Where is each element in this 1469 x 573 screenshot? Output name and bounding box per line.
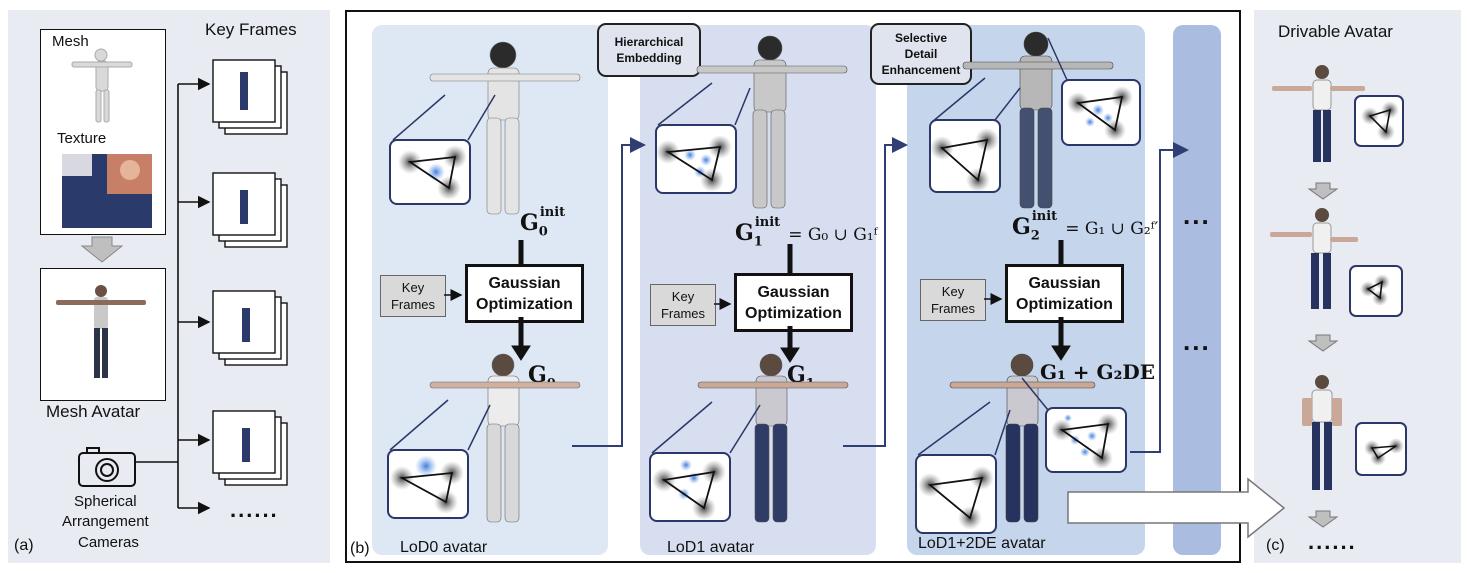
lod2-init-avatar [962,31,1114,209]
cameras-label-line2: Arrangement [62,513,149,530]
keyframe-stack-1 [212,59,288,135]
drivable-avatar-2 [1270,208,1403,317]
g2-init-sup: init [1031,208,1058,224]
g0-init-formula: G0 init [520,205,573,240]
drivable-avatar-title: Drivable Avatar [1278,22,1393,41]
lod1-label: LoD1 avatar [667,539,755,556]
mesh-avatar-figure [56,285,146,378]
gaussian-opt-lod1: Gaussian Optimization [734,273,853,332]
zoom-lod2-init [929,37,1141,193]
mesh-figure [71,48,133,123]
keyframe-stack-4 [212,410,288,486]
zoom-lod0 [387,399,491,519]
lod1-init-avatar [696,35,848,209]
lod2-label: LoD1+2DE avatar [918,535,1046,552]
g1-init-formula: G1 init = G₀ ∪ G₁ᶠ [735,215,878,250]
zoom-lod2 [915,377,1127,534]
mesh-avatar-label: Mesh Avatar [46,402,141,421]
camera-icon [78,447,136,487]
key-frames-box-lod1: Key Frames [650,284,716,326]
cameras-label-line1: Spherical [74,493,137,510]
key-frames-title: Key Frames [205,20,297,39]
drivable-avatar-3 [1302,375,1407,490]
zoom-lod1 [649,401,761,522]
keyframes-ellipsis: ...... [230,497,279,522]
to-drivable-arrow [1067,477,1286,539]
keyframe-distribution-lines [135,77,211,515]
g0-init-base: G [520,210,539,236]
g1-init-base: G [735,220,754,246]
g0-init-sub: 0 [538,224,548,240]
g2-init-formula: G2 init = G₁ ∪ G₂ᶠ′ [1012,209,1159,244]
g2-init-base: G [1012,214,1031,240]
further-lod-column [1173,25,1221,555]
g2-init-sub: 2 [1030,228,1040,244]
texture-image [62,154,152,228]
key-frames-box-lod2: Key Frames [920,279,986,321]
g1-plus-g2de-formula: G₁ + G₂DE [1040,360,1155,384]
lod1-avatar [697,353,849,523]
drivable-ellipsis: ...... [1308,529,1357,554]
flow-arrows-blue [572,137,1189,453]
hierarchical-embedding-tag: Hierarchical Embedding [597,23,701,77]
keyframe-stack-2 [212,172,288,248]
panel-a-label: (a) [14,537,34,554]
drivable-down-arrows [1307,182,1339,528]
zoom-lod1-init [655,82,751,194]
g1-init-sup: init [754,214,781,230]
g0-base: G [528,362,547,388]
vertical-ellipsis-1: ... [1183,200,1211,230]
lod0-init-avatar [429,41,581,215]
keyframe-stack-3 [212,290,288,366]
mesh-to-avatar-arrow [80,236,124,263]
flow-arrows-black [444,240,1071,363]
lod0-avatar [429,353,581,523]
g0-init-sup: init [539,204,566,220]
gaussian-opt-lod0: Gaussian Optimization [465,264,584,323]
zoom-lod0-init [389,94,496,205]
drivable-avatar-1 [1272,65,1404,162]
g1-base: G [787,362,806,388]
g1-init-rhs: = G₀ ∪ G₁ᶠ [788,225,878,245]
lod0-label: LoD0 avatar [400,539,488,556]
panel-c-label: (c) [1266,537,1285,554]
key-frames-box-lod0: Key Frames [380,275,446,317]
vertical-ellipsis-2: ... [1183,326,1211,356]
texture-label: Texture [57,130,107,147]
g1-init-sub: 1 [753,234,763,250]
gaussian-opt-lod2: Gaussian Optimization [1005,264,1124,323]
panel-b-label: (b) [350,540,370,557]
cameras-label-line3: Cameras [78,534,139,551]
g2-init-rhs: = G₁ ∪ G₂ᶠ′ [1065,219,1159,239]
selective-detail-tag: Selective Detail Enhancement [870,23,972,85]
mesh-label: Mesh [52,33,89,50]
lod2-avatar [949,353,1096,523]
